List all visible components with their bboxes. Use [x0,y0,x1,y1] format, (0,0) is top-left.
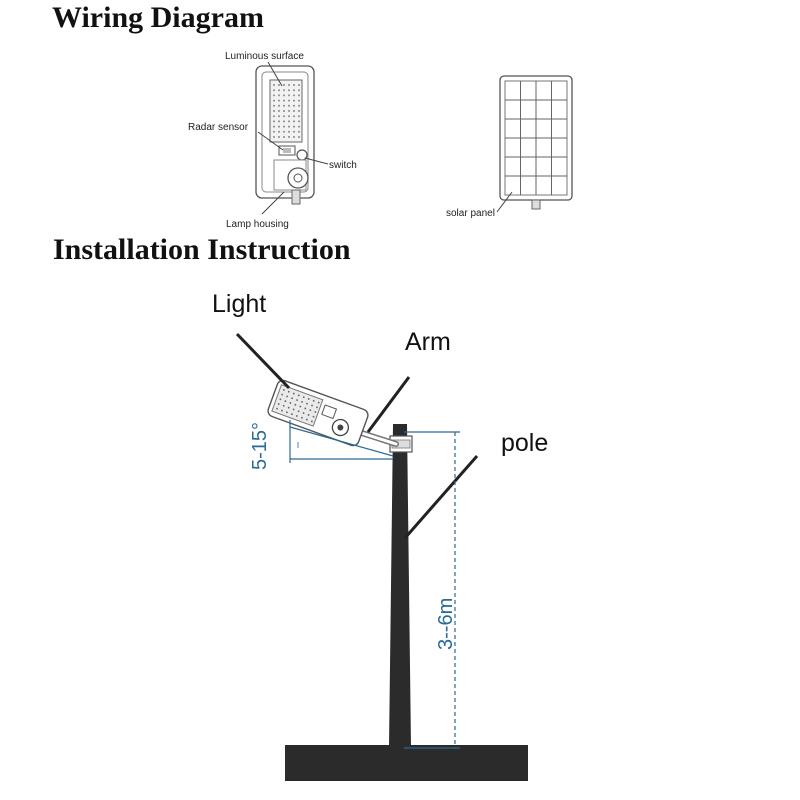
ground-base [285,745,528,781]
switch-label: switch [329,160,357,171]
tilt-angle-dimension [289,420,394,463]
tilt-angle-label: 5-15° [249,422,271,470]
pole-leader-line [403,455,479,539]
led-dot-grid [273,84,300,138]
solar-panel-label: solar panel [446,208,495,219]
mount-height-label: 3--6m [435,598,457,650]
arm-leader-line [366,376,411,433]
radar-sensor-label: Radar sensor [188,122,249,133]
pole-shape [389,424,411,747]
luminous-surface-label: Luminous surface [225,51,304,62]
wiring-diagram-heading: Wiring Diagram [52,1,264,34]
arm-label: Arm [405,328,451,356]
installed-lamp [267,379,369,447]
lamp-illustration [255,61,329,215]
solar-panel-illustration [496,75,573,213]
luminous-surface-shape [269,79,303,143]
light-leader-line [235,332,291,390]
installation-instruction-heading: Installation Instruction [53,233,351,266]
light-label: Light [212,290,266,318]
solar-cell-grid [505,81,567,195]
mount-bracket-shape [287,167,309,189]
height-dimension [404,431,460,749]
lamp-housing-label: Lamp housing [226,219,289,230]
pole-label: pole [501,429,548,457]
